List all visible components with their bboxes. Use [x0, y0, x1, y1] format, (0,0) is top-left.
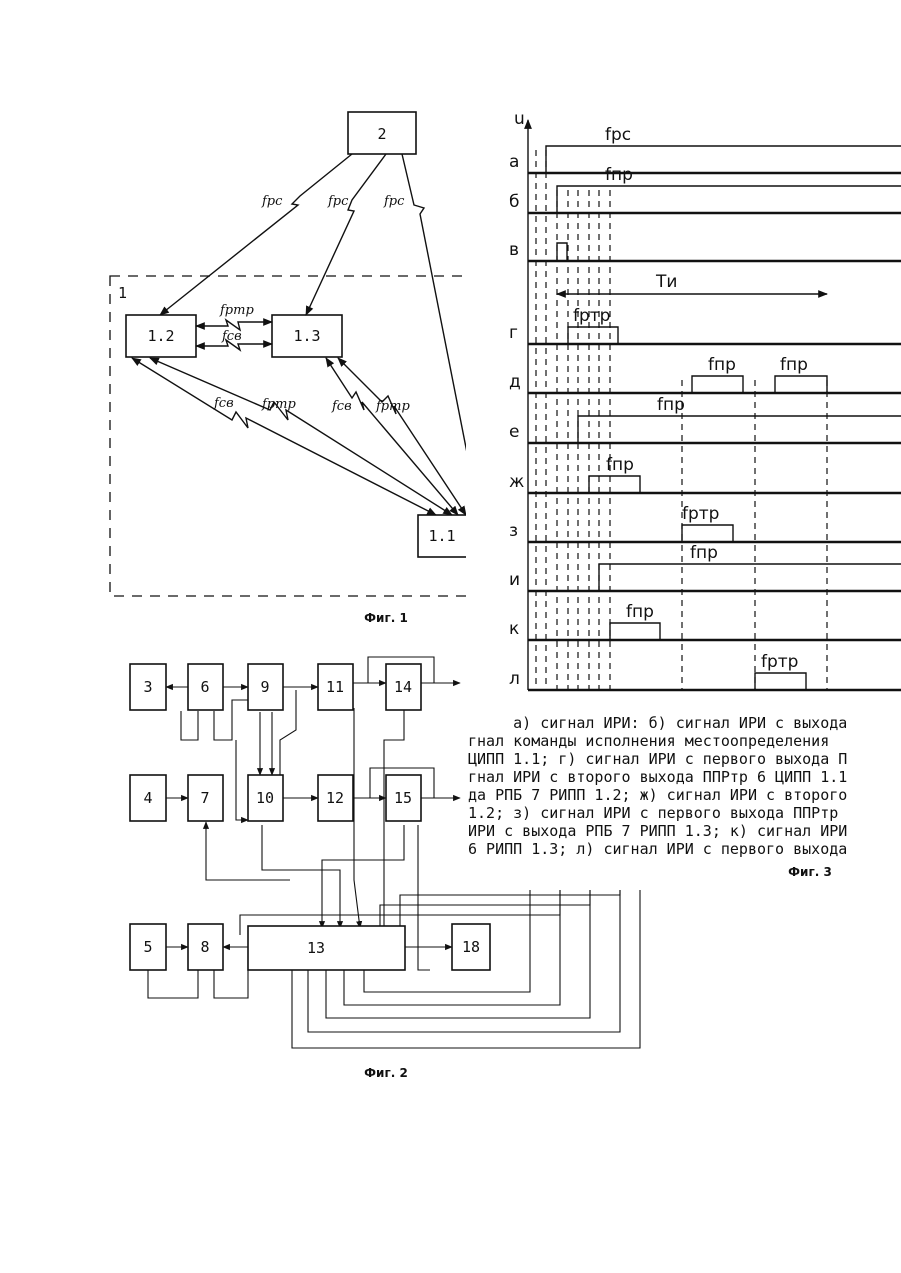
link-label-fsv-1: fсв [213, 396, 234, 411]
row-9-letter: и [509, 570, 520, 590]
row-9-freq-label: fпр [690, 543, 718, 563]
wire-11-13 [354, 708, 360, 928]
block-13 [248, 926, 405, 970]
wire-6-loop-a [181, 711, 198, 740]
row-6-freq-label: fпр [657, 395, 685, 415]
row-7-letter: ж [509, 472, 524, 492]
legend-line-6: 1.2; з) сигнал ИРИ с первого выхода ППРт… [468, 804, 838, 822]
row-11-freq-label: fртр [761, 652, 798, 672]
node-1-3-label: 1.3 [293, 327, 320, 345]
block-5-label: 5 [143, 938, 152, 956]
row-6-letter: е [509, 422, 519, 442]
link-label-frs-1: fрс [261, 194, 283, 209]
row-5-letter: д [509, 372, 521, 392]
block-9-label: 9 [260, 678, 269, 696]
group-label-1: 1 [118, 284, 127, 302]
wire-7-bus [206, 822, 290, 880]
link-1-2-1-1-frtr [150, 358, 452, 515]
row-1-freq-label: fрс [605, 125, 631, 145]
legend-line-5: да РПБ 7 РИПП 1.2; ж) сигнал ИРИ с второ… [468, 786, 847, 804]
block-4-label: 4 [143, 789, 152, 807]
link-1-3-1-1-frtr [338, 358, 466, 515]
wire-15-13 [322, 825, 404, 928]
row-2-freq-label: fпр [605, 165, 633, 185]
link-2-to-1-3 [306, 154, 386, 315]
block-11-label: 11 [326, 678, 344, 696]
node-1-1-label: 1.1 [428, 527, 455, 545]
figure-1-caption: Фиг. 1 [364, 611, 408, 625]
node-2-label: 2 [377, 125, 386, 143]
link-label-fsv-2: fсв [331, 399, 352, 414]
row-3-letter: в [509, 240, 519, 260]
row-2-letter: б [509, 192, 519, 212]
block-10-label: 10 [256, 789, 274, 807]
link-label-frs-3: fрс [383, 194, 405, 209]
wire-10-13 [262, 825, 340, 928]
block-13-label: 13 [307, 939, 325, 957]
link-1-3-1-1-fsv [326, 358, 458, 515]
row-8-letter: з [509, 521, 518, 541]
legend-line-3: ЦИПП 1.1; г) сигнал ИРИ с первого выхода… [468, 750, 847, 768]
legend-line-7: ИРИ с выхода РПБ 7 РИПП 1.3; к) сигнал И… [468, 822, 847, 840]
row-1-letter: а [509, 152, 519, 172]
wire-15-18 [418, 825, 430, 970]
link-label-frs-2: fрс [327, 194, 349, 209]
legend-line-1: а) сигнал ИРИ: б) сигнал ИРИ с выхода [468, 714, 847, 732]
link-label-fsv-mid: fсв [221, 329, 242, 344]
block-6-label: 6 [200, 678, 209, 696]
row-4-freq-label: fртр [573, 306, 610, 326]
block-8-label: 8 [200, 938, 209, 956]
row-11-letter: л [509, 669, 520, 689]
block-18-label: 18 [462, 938, 480, 956]
row-10-freq-label: fпр [626, 602, 654, 622]
timing-axis-label: u [514, 109, 525, 129]
block-3-label: 3 [143, 678, 152, 696]
row-5-freq-label-second: fпр [780, 355, 808, 375]
link-2-to-1-2 [160, 154, 352, 315]
node-1-2-label: 1.2 [147, 327, 174, 345]
link-label-frtr-2: fртр [375, 399, 410, 414]
row-5-freq-label: fпр [708, 355, 736, 375]
row-4-letter: г [509, 323, 518, 343]
wire-side-10 [236, 740, 248, 820]
legend-line-8: 6 РИПП 1.3; л) сигнал ИРИ с первого выхо… [468, 840, 847, 858]
figure-2-caption: Фиг. 2 [364, 1066, 408, 1080]
link-2-to-1-1 [402, 154, 470, 468]
block-14-label: 14 [394, 678, 412, 696]
legend-line-2: гнал команды исполнения местоопределения [468, 732, 829, 750]
wire-5-8-loop [148, 970, 198, 998]
row-8-freq-label: fртр [682, 504, 719, 524]
legend-line-4: гнал ИРИ с второго выхода ППРтр 6 ЦИПП 1… [468, 768, 847, 786]
period-label: Tи [655, 272, 677, 292]
block-15-label: 15 [394, 789, 412, 807]
row-7-freq-label: fпр [606, 455, 634, 475]
link-label-frtr-top: fртр [219, 303, 254, 318]
row-10-letter: к [509, 619, 519, 639]
link-label-frtr-1: fртр [261, 397, 296, 412]
figure-3-legend: а) сигнал ИРИ: б) сигнал ИРИ с выхода гн… [468, 714, 847, 858]
figure-1: 1 2 1.2 1.3 1.1 fрс fрс fрс fртр fсв fсв… [110, 112, 472, 625]
block-12-label: 12 [326, 789, 344, 807]
figure-3-caption: Фиг. 3 [788, 865, 832, 879]
block-7-label: 7 [200, 789, 209, 807]
